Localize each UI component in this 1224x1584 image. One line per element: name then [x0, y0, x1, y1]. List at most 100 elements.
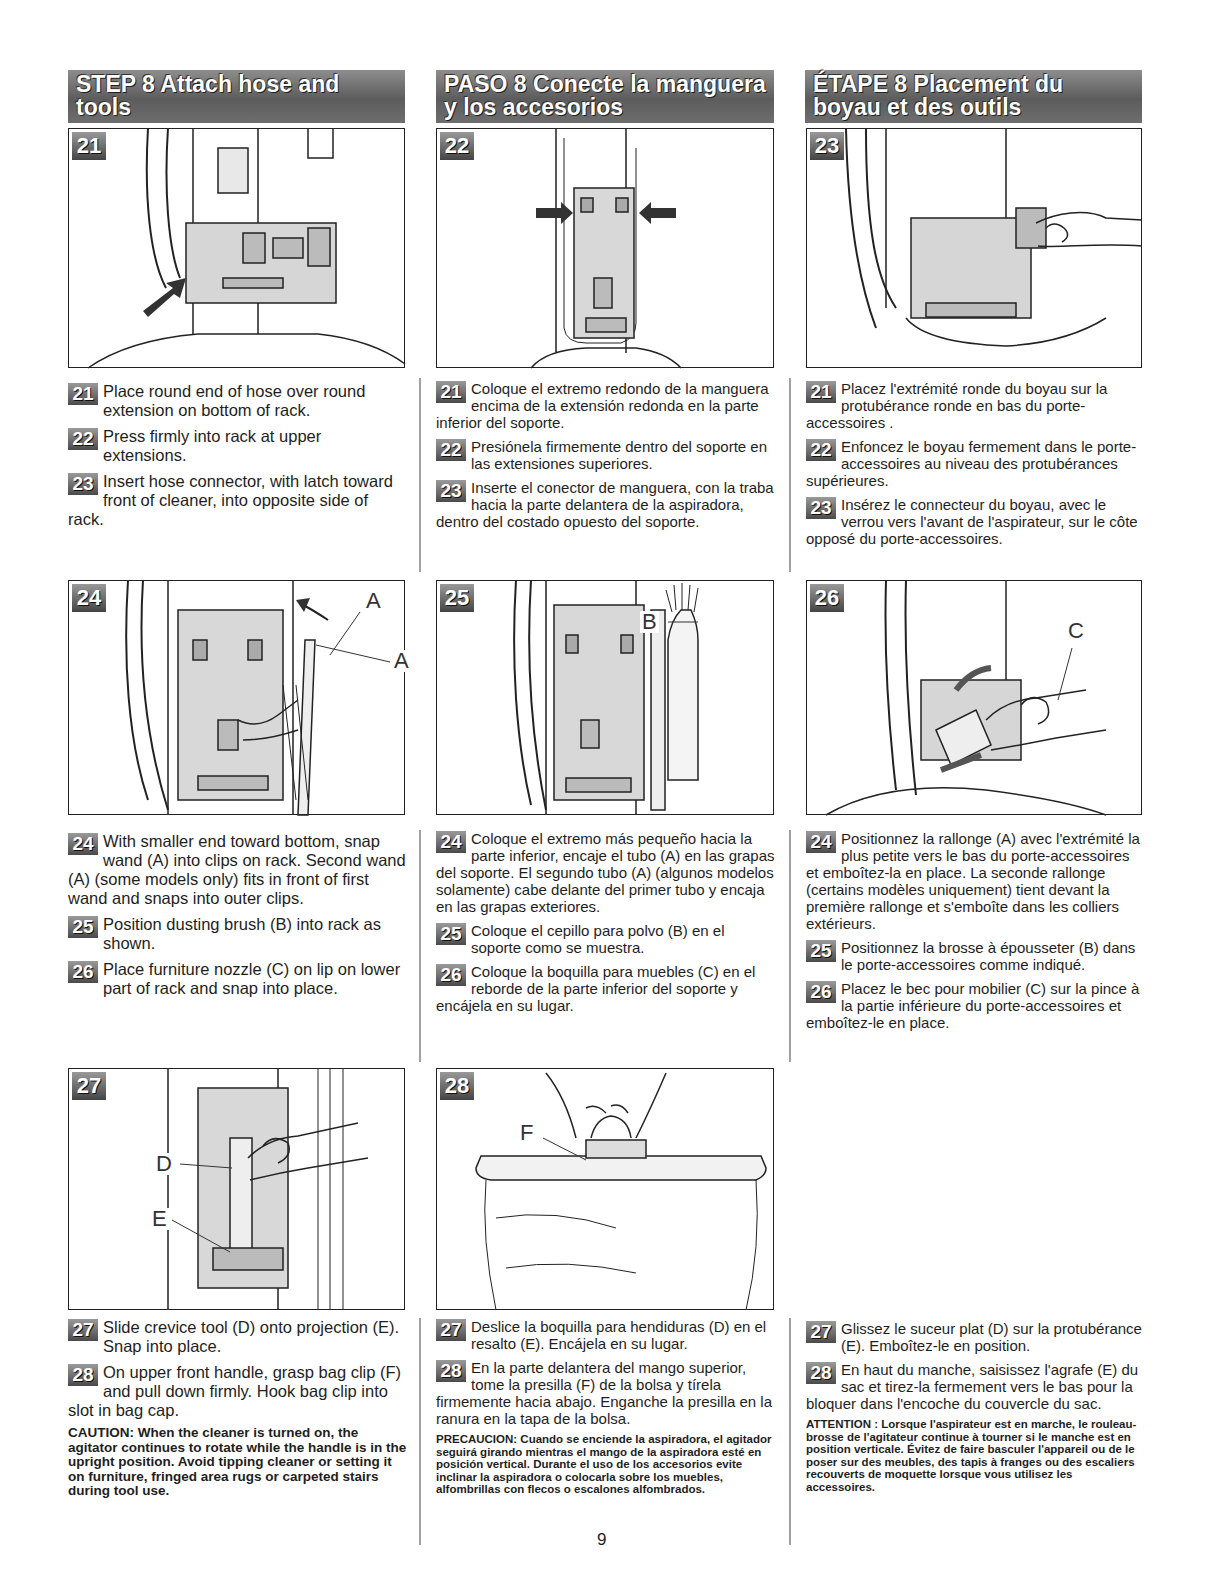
- vacuum-rack-drawing: [846, 128, 1142, 346]
- vacuum-rack-drawing: [616, 198, 628, 212]
- instruction: 22Press firmly into rack at upper extens…: [68, 427, 408, 465]
- vacuum-rack-drawing: [126, 580, 328, 815]
- figure-number: 22: [440, 132, 474, 160]
- figure-number: 24: [72, 584, 106, 612]
- instruction-text: Insérez le connecteur du boyau, avec le …: [806, 496, 1138, 547]
- vacuum-rack-drawing: [554, 605, 644, 800]
- vacuum-rack-drawing: [1021, 698, 1049, 724]
- instruction-text: Placez l'extrémité ronde du boyau sur la…: [806, 380, 1107, 431]
- instruction-text: Coloque el extremo más pequeño hacia la …: [436, 830, 775, 915]
- instruction: 23Insert hose connector, with latch towa…: [68, 472, 408, 529]
- leader-line: [543, 1138, 586, 1160]
- step-number: 23: [68, 473, 98, 495]
- leader-line: [330, 612, 360, 655]
- step-heading-band: STEP 8 Attach hose and tools: [68, 70, 405, 123]
- vacuum-rack-drawing: [906, 318, 1106, 346]
- step-number: 27: [806, 1321, 836, 1343]
- vacuum-rack-drawing: [666, 583, 698, 612]
- instruction-text: Presiónela firmemente dentro del soporte…: [471, 438, 767, 472]
- instruction-text: Glissez le suceur plat (D) sur la protub…: [841, 1320, 1142, 1354]
- instruction: 24Positionnez la rallonge (A) avec l'ext…: [806, 830, 1144, 932]
- instruction-text: Coloque el extremo redondo de la manguer…: [436, 380, 769, 431]
- instruction: 28En la parte delantera del mango superi…: [436, 1359, 776, 1427]
- illustration-panel: 23: [806, 128, 1142, 368]
- vacuum-bag-drawing: [586, 1140, 646, 1158]
- text-column: 21Placez l'extrémité ronde du boyau sur …: [806, 380, 1144, 554]
- step-number: 25: [806, 940, 836, 962]
- instruction: 27Deslice la boquilla para hendiduras (D…: [436, 1318, 776, 1352]
- step-number: 23: [436, 480, 466, 502]
- vacuum-bag-drawing: [476, 1156, 766, 1180]
- instruction: 21Coloque el extremo redondo de la mangu…: [436, 380, 776, 431]
- step-heading-band: PASO 8 Conecte la manguera y los accesor…: [436, 70, 774, 123]
- vacuum-rack-drawing: [586, 318, 626, 332]
- step-number: 26: [806, 981, 836, 1003]
- vacuum-rack-drawing: [273, 238, 303, 258]
- part-letter: E: [150, 1208, 169, 1230]
- instruction: 22Enfoncez le boyau fermement dans le po…: [806, 438, 1144, 489]
- caution-note: ATTENTION : Lorsque l'aspirateur est en …: [806, 1418, 1144, 1493]
- vacuum-rack-drawing: [198, 776, 268, 790]
- column-rule: [790, 378, 791, 572]
- vacuum-rack-drawing: [911, 218, 1031, 318]
- vacuum-rack-drawing: [308, 128, 333, 158]
- vacuum-rack-drawing: [594, 278, 612, 308]
- vacuum-rack-drawing: [238, 700, 298, 740]
- part-letter: F: [518, 1122, 535, 1144]
- text-column: 27Deslice la boquilla para hendiduras (D…: [436, 1318, 776, 1496]
- instruction: 25Coloque el cepillo para polvo (B) en e…: [436, 922, 776, 956]
- vacuum-rack-drawing: [1046, 224, 1068, 242]
- instruction: 28On upper front handle, grasp bag clip …: [68, 1363, 408, 1420]
- instruction-text: Place furniture nozzle (C) on lip on low…: [103, 960, 400, 997]
- step-number: 22: [436, 439, 466, 461]
- instruction: 23Insérez le connecteur du boyau, avec l…: [806, 496, 1144, 547]
- column-rule: [420, 378, 421, 572]
- instruction-text: Slide crevice tool (D) onto projection (…: [103, 1318, 399, 1355]
- instruction: 22Presiónela firmemente dentro del sopor…: [436, 438, 776, 472]
- vacuum-rack-drawing: [218, 148, 248, 193]
- vacuum-rack-drawing: [651, 610, 665, 810]
- part-letter: C: [1066, 620, 1086, 642]
- vacuum-rack-drawing: [564, 138, 636, 343]
- vacuum-rack-drawing: [514, 580, 698, 815]
- instruction-text: Positionnez la rallonge (A) avec l'extré…: [806, 830, 1140, 932]
- vacuum-rack-drawing: [885, 580, 916, 795]
- step-number: 25: [68, 916, 98, 938]
- vacuum-rack-drawing: [186, 223, 336, 303]
- leader-line: [316, 645, 390, 662]
- instruction: 28En haut du manche, saisissez l'agrafe …: [806, 1361, 1144, 1412]
- instruction-text: Place round end of hose over round exten…: [103, 382, 365, 419]
- text-column: 21Place round end of hose over round ext…: [68, 382, 408, 536]
- illustration-panel: 21: [68, 128, 405, 368]
- part-letter: A: [392, 650, 411, 672]
- vacuum-rack-drawing: [178, 610, 283, 800]
- illustration-panel: 25: [436, 580, 774, 815]
- instruction-text: Coloque la boquilla para muebles (C) en …: [436, 963, 755, 1014]
- part-letter: D: [154, 1153, 174, 1175]
- figure-number: 23: [810, 132, 844, 160]
- step-number: 26: [436, 964, 466, 986]
- vacuum-rack-drawing: [826, 580, 1106, 815]
- figure-number: 26: [810, 584, 844, 612]
- caution-note: PRECAUCION: Cuando se enciende la aspira…: [436, 1433, 776, 1496]
- vacuum-bag-drawing: [476, 1073, 766, 1310]
- instruction-text: En haut du manche, saisissez l'agrafe (E…: [806, 1361, 1138, 1412]
- vacuum-bag-drawing: [591, 1116, 631, 1138]
- caution-note: CAUTION: When the cleaner is turned on, …: [68, 1426, 408, 1499]
- vacuum-rack-drawing: [143, 278, 186, 317]
- vacuum-rack-drawing: [826, 788, 1106, 815]
- instruction-text: Positionnez la brosse à épousseter (B) d…: [841, 939, 1135, 973]
- vacuum-rack-drawing: [941, 755, 981, 770]
- step-number: 21: [806, 381, 836, 403]
- instruction: 26Coloque la boquilla para muebles (C) e…: [436, 963, 776, 1014]
- step-number: 24: [68, 833, 98, 855]
- vacuum-rack-drawing: [956, 668, 991, 690]
- vacuum-rack-drawing: [218, 720, 238, 750]
- step-number: 21: [68, 383, 98, 405]
- text-column: 27Slide crevice tool (D) onto projection…: [68, 1318, 408, 1499]
- vacuum-rack-drawing: [639, 202, 676, 224]
- instruction: 24Coloque el extremo más pequeño hacia l…: [436, 830, 776, 915]
- vacuum-rack-drawing: [308, 228, 330, 266]
- vacuum-rack-drawing: [531, 128, 681, 368]
- step-number: 28: [806, 1362, 836, 1384]
